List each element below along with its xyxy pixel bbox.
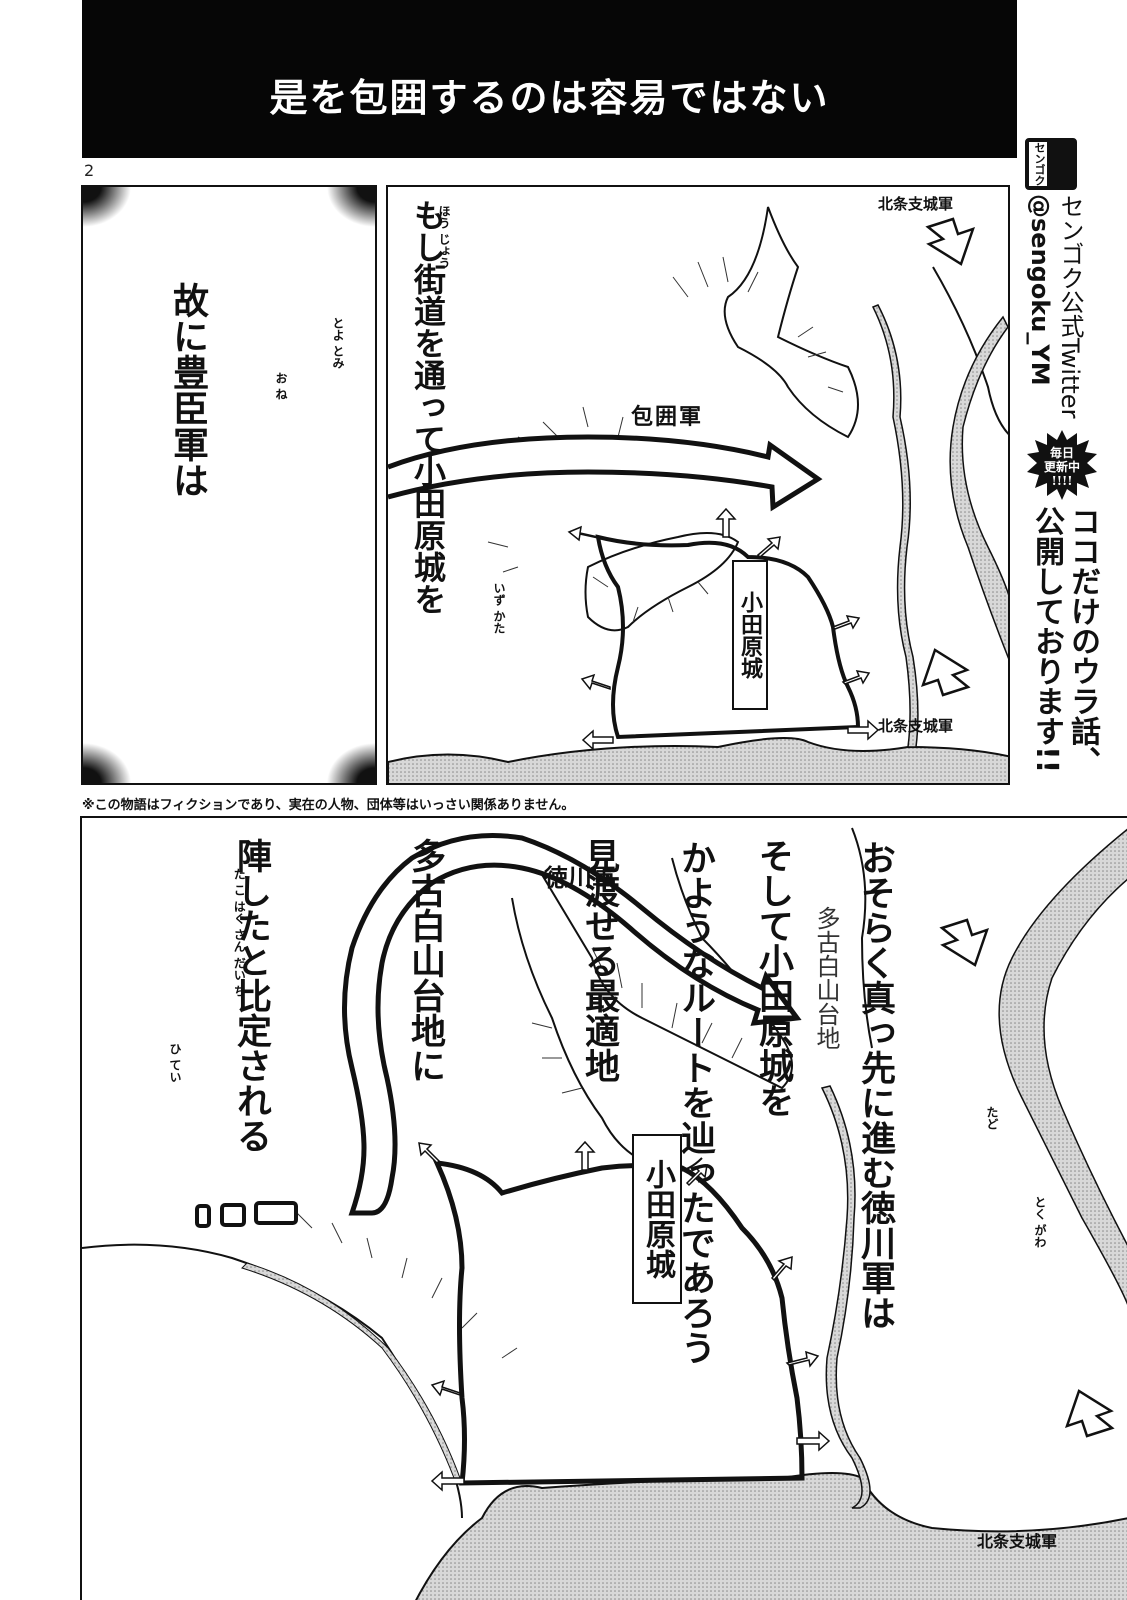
sengoku-logo[interactable]: センゴク	[1025, 138, 1077, 190]
ruby-izukata: いず かた	[492, 582, 506, 635]
badge-line: 毎日	[1049, 446, 1074, 460]
fiction-disclaimer: ※この物語はフィクションであり、実在の人物、団体等はいっさい関係ありません。	[82, 798, 575, 813]
chapter-title: 是を包囲するのは容易ではない	[269, 75, 830, 120]
page-number: 2	[84, 161, 95, 180]
label-siege-army: 包囲軍	[631, 404, 704, 430]
caption-siege: もし街道を通って小田原城を 包囲しようとするなら何方より 北条軍に急襲されるがわ…	[388, 199, 563, 679]
caption-line: おそらく真っ先に進む徳川軍は	[855, 840, 895, 1330]
chapter-title-banner: 是を包囲するのは容易ではない	[82, 0, 1017, 158]
badge-line: 更新中	[1043, 460, 1080, 474]
caption-tokugawa-route: おそらく真っ先に進む徳川軍は かようなルートを辿ったであろう	[545, 840, 1025, 1365]
castle-name: 小田原城	[737, 591, 763, 679]
label-branch-army: 北条支城軍	[977, 1532, 1058, 1551]
caption-plateau: そして小田原城を 見渡せる最適地 多古白山台地に 陣したと比定される	[106, 838, 918, 1153]
map-tokugawa-drawing	[82, 827, 1127, 1600]
label-odawara-castle: 小田原城	[632, 1134, 682, 1304]
ruby-tokugawa: とく がわ	[1033, 1196, 1047, 1249]
caption-line: 多古白山台地に	[405, 838, 445, 1083]
logo-text: センゴク	[1029, 142, 1047, 186]
twitter-promo: センゴク センゴク公式Twitter @sengoku_YM 毎日 更新中 !!…	[1013, 128, 1127, 808]
promo-cta-line1: ココだけのウラ話、	[1065, 506, 1100, 776]
label-takohakusan-plateau: 多古白山台地	[812, 906, 840, 1050]
ruby-takohakusandaichi: た こ はく さん だい ち	[232, 868, 247, 997]
panel-caption-toyotomi: 故に豊臣軍は 山の尾根づたいに 行軍せざるを得ないと 思われる とよ とみ お …	[81, 185, 377, 785]
caption-line: そして小田原城を	[753, 838, 793, 1118]
caption-line: 故に豊臣軍は	[167, 282, 208, 498]
caption-toyotomi: 故に豊臣軍は 山の尾根づたいに 行軍せざるを得ないと 思われる	[83, 282, 327, 642]
ruby-tado: たど	[985, 1106, 999, 1130]
map-siege-drawing	[388, 206, 1008, 783]
starburst-icon	[1027, 430, 1097, 500]
castle-name: 小田原城	[640, 1159, 675, 1279]
ruby-hitei: ひ てい	[168, 1043, 182, 1084]
label-tokugawa-army: 徳川軍	[544, 863, 616, 892]
ruby-hojo: ほう じょう	[437, 205, 451, 270]
twitter-label: センゴク公式Twitter	[1056, 194, 1084, 419]
promo-cta-line2: 公開しております!!	[1029, 506, 1064, 774]
ruby-one: お ね	[274, 372, 288, 401]
label-branch-army-bottom: 北条支城軍	[878, 717, 954, 735]
panel-map-tokugawa: そして小田原城を 見渡せる最適地 多古白山台地に 陣したと比定される た こ は…	[80, 816, 1127, 1600]
badge-line: !!!!	[1051, 474, 1073, 488]
twitter-handle-link[interactable]: @sengoku_YM	[1026, 194, 1054, 386]
label-odawara-castle: 小田原城	[732, 560, 768, 710]
caption-line: 見渡せる最適地	[579, 838, 619, 1083]
ruby-toyotomi: とよ とみ	[331, 317, 345, 370]
caption-line: もし街道を通って小田原城を	[409, 199, 447, 615]
daily-update-badge: 毎日 更新中 !!!!	[1027, 446, 1097, 488]
caption-line: 陣したと比定される	[231, 838, 271, 1153]
label-branch-army-top: 北条支城軍	[878, 195, 954, 213]
panel-map-siege: もし街道を通って小田原城を 包囲しようとするなら何方より 北条軍に急襲されるがわ…	[386, 185, 1010, 785]
vignette-corners	[83, 187, 375, 783]
